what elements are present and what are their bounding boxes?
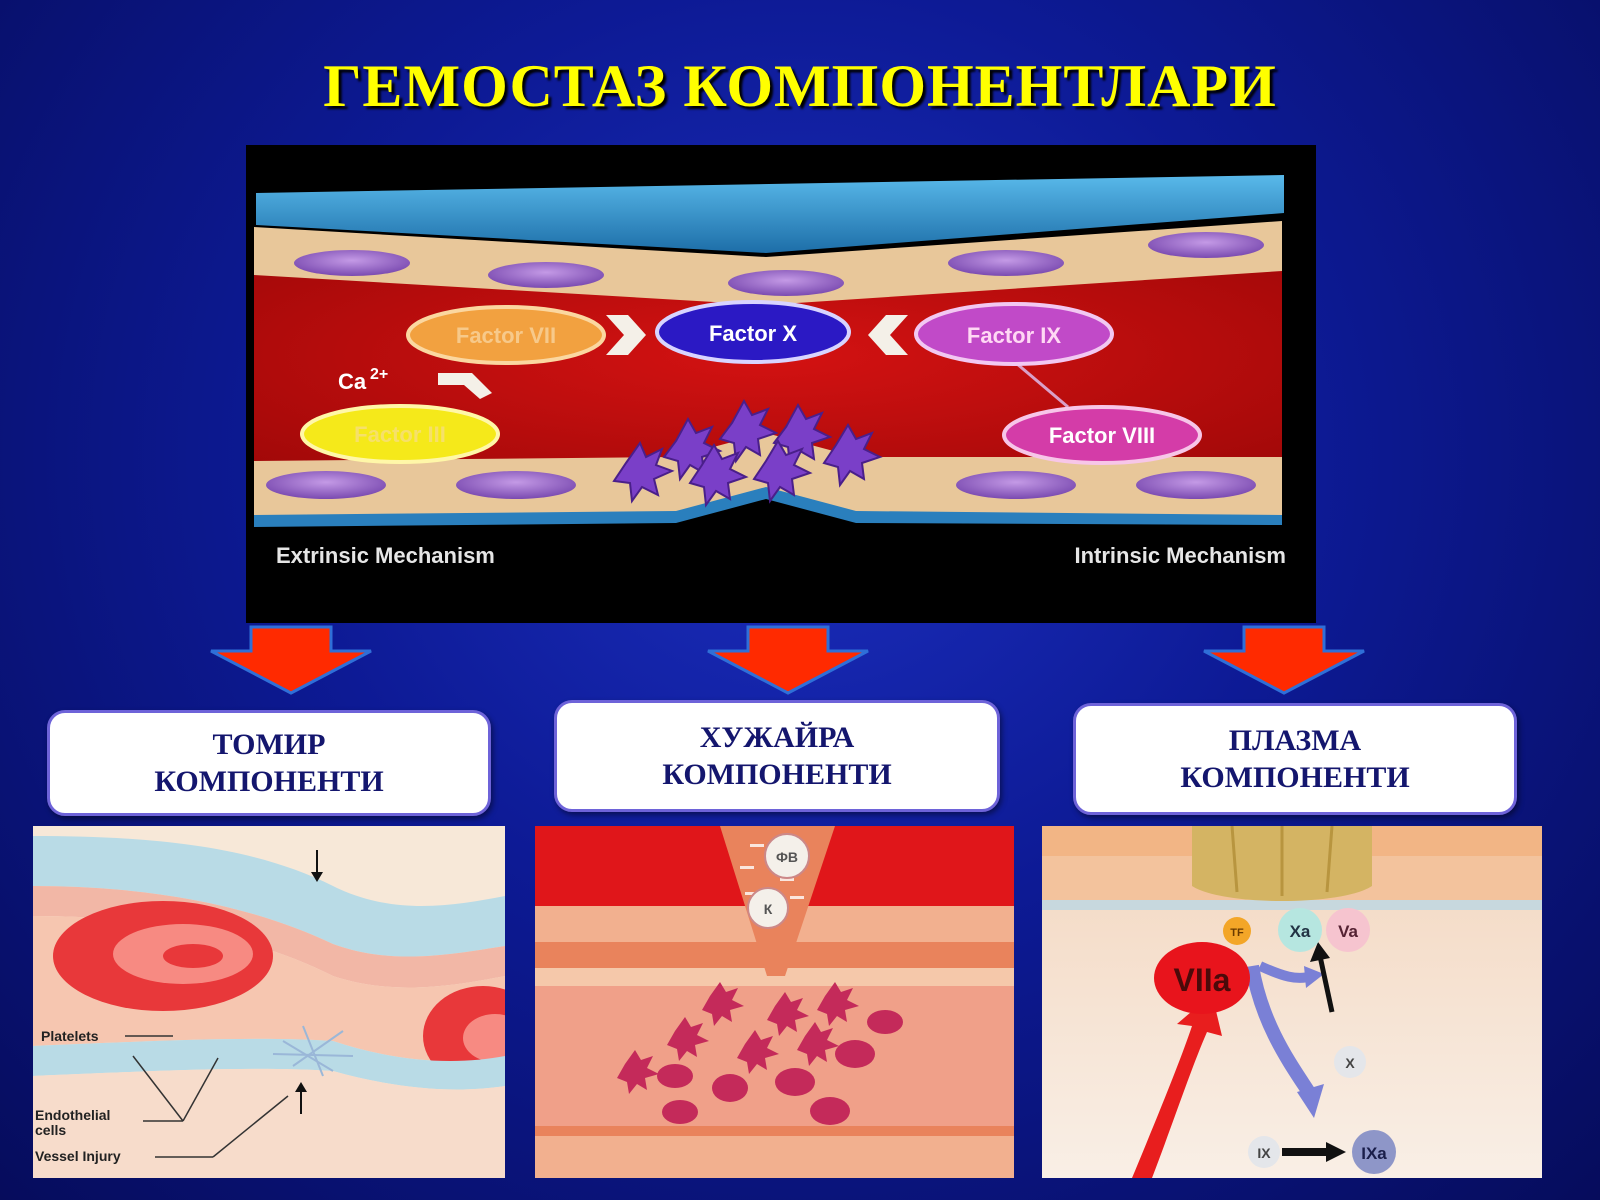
factor-x-ellipse: [655, 300, 851, 364]
ca-label: Ca: [338, 369, 367, 394]
ix-badge: [1248, 1136, 1280, 1168]
x-badge: [1334, 1046, 1366, 1078]
ca-superscript: 2+: [370, 366, 388, 383]
cells-label: cells: [35, 1122, 66, 1138]
vessel-injury-label: Vessel Injury: [35, 1148, 121, 1164]
k-badge: [747, 887, 789, 929]
red-blood-cells: [53, 901, 505, 1086]
cell-component-line2: КОМПОНЕНТИ: [662, 758, 892, 791]
factor-ix-label: Factor IX: [967, 323, 1061, 348]
fibrin-mesh: [272, 1025, 354, 1077]
chevron-right-icon: [606, 315, 646, 355]
viia-label: VIIa: [1174, 962, 1231, 998]
intrinsic-mechanism-label: Intrinsic Mechanism: [1074, 543, 1286, 568]
factor-vii-label: Factor VII: [456, 323, 556, 348]
activation-arrow-icon: [1132, 994, 1222, 1178]
factor-iii-label: Factor III: [354, 422, 446, 447]
ix-label: IX: [1257, 1145, 1271, 1161]
activated-platelets: [617, 982, 903, 1125]
factor-ix-ellipse: [914, 302, 1114, 366]
factor-iii-ellipse: [300, 404, 500, 464]
k-label: К: [764, 901, 773, 917]
factor-viii-ellipse: [1002, 405, 1202, 465]
up-arrow-icon: [1310, 942, 1330, 962]
tf-label: TF: [1230, 927, 1244, 939]
up-pointer-icon: [295, 1082, 307, 1092]
down-arrow-center-icon: [707, 625, 869, 695]
slide-title: ГЕМОСТАЗ КОМПОНЕНТЛАРИ: [323, 53, 1277, 119]
x-label: X: [1345, 1055, 1355, 1071]
vessel-injury-panel: Platelets Endothelial cells Vessel Injur…: [33, 826, 505, 1178]
right-arrow-icon: [1326, 1142, 1346, 1162]
curved-arrow-icon: [1245, 964, 1316, 1098]
upper-endothelium: [254, 221, 1282, 305]
plasma-component-panel: VIIa TF Xa Va X IX IXa: [1042, 826, 1542, 1178]
va-badge: [1326, 908, 1370, 952]
endothelial-label: Endothelial: [35, 1107, 110, 1123]
ixa-badge: [1352, 1130, 1396, 1174]
fv-label: ФВ: [776, 849, 798, 865]
xa-label: Xa: [1290, 922, 1311, 941]
plasma-component-box: ПЛАЗМА КОМПОНЕНТИ: [1073, 703, 1517, 815]
platelet-clot: [612, 398, 883, 508]
plasma-component-line1: ПЛАЗМА: [1228, 724, 1362, 757]
extrinsic-mechanism-label: Extrinsic Mechanism: [276, 543, 495, 568]
vessel-component-line1: ТОМИР: [212, 728, 326, 761]
down-arrow-right-icon: [1203, 625, 1365, 695]
cell-component-panel: ФВ К: [535, 826, 1014, 1178]
vessel-component-box: ТОМИР КОМПОНЕНТИ: [47, 710, 491, 816]
fv-badge: [764, 833, 810, 879]
plasma-component-line2: КОМПОНЕНТИ: [1180, 761, 1410, 794]
cell-component-line1: ХУЖАЙРА: [699, 721, 855, 754]
ixa-label: IXa: [1361, 1144, 1387, 1163]
down-arrow-left-icon: [210, 625, 372, 695]
tf-badge: [1223, 917, 1251, 945]
ca-arrow-icon: [438, 373, 492, 399]
factor-viii-label: Factor VIII: [1049, 423, 1155, 448]
cell-component-box: ХУЖАЙРА КОМПОНЕНТИ: [554, 700, 1000, 812]
factor-vii-ellipse: [406, 305, 606, 365]
viia-ellipse: [1154, 942, 1250, 1014]
vessel-component-line2: КОМПОНЕНТИ: [154, 765, 384, 798]
platelets-label: Platelets: [41, 1028, 99, 1044]
coagulation-mechanism-figure: Factor VII Factor X Factor IX Factor III…: [246, 145, 1316, 623]
factor-x-label: Factor X: [709, 321, 797, 346]
va-label: Va: [1338, 922, 1358, 941]
down-pointer-icon: [311, 872, 323, 882]
xa-badge: [1278, 908, 1322, 952]
chevron-left-icon: [868, 315, 908, 355]
vessel-wall-top: [256, 175, 1284, 253]
